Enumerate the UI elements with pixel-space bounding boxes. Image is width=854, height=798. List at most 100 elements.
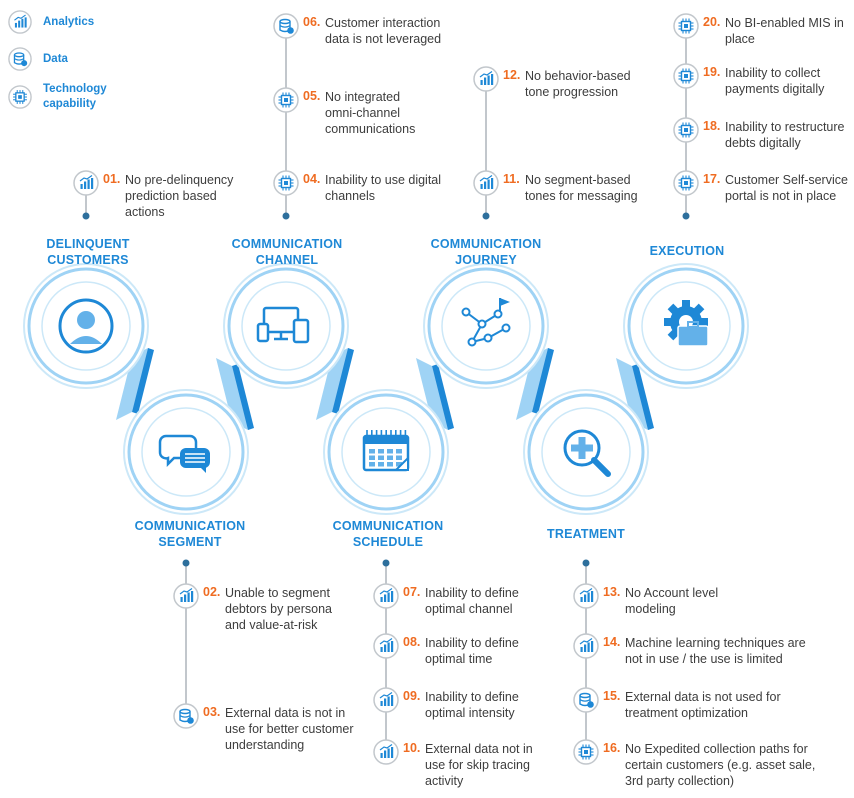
stage-label: DELINQUENT CUSTOMERS bbox=[46, 237, 130, 267]
analytics-icon bbox=[573, 633, 599, 659]
medical-cross-magnifier-icon bbox=[563, 429, 611, 477]
legend-item-analytics: Analytics bbox=[8, 10, 94, 34]
technology-icon bbox=[673, 13, 699, 39]
legend-item-technology: Technology capability bbox=[8, 83, 123, 110]
stage-label: COMMUNICATION SCHEDULE bbox=[332, 519, 444, 549]
analytics-icon bbox=[373, 583, 399, 609]
analytics-icon bbox=[73, 170, 99, 196]
stage-connector-ribbon bbox=[316, 348, 354, 420]
data-icon bbox=[573, 687, 599, 713]
issue-number: 11. bbox=[503, 172, 520, 186]
stage-label: COMMUNICATION SEGMENT bbox=[134, 519, 246, 549]
stage-ribbons bbox=[116, 348, 654, 430]
legend-label: Analytics bbox=[43, 15, 95, 28]
stage-connector-ribbon bbox=[516, 348, 554, 420]
stage-connector-ribbon bbox=[616, 358, 654, 430]
stage-connector-ribbon bbox=[416, 358, 454, 430]
issue-number: 07. bbox=[403, 585, 421, 599]
stage-circle-7 bbox=[623, 263, 749, 389]
issue-number: 09. bbox=[403, 689, 421, 703]
analytics-icon bbox=[473, 170, 499, 196]
stage-circle-6 bbox=[523, 389, 649, 515]
technology-icon bbox=[673, 170, 699, 196]
technology-icon bbox=[273, 87, 299, 113]
stage-circle-1 bbox=[23, 263, 149, 389]
issue-number: 04. bbox=[303, 172, 321, 186]
stage-circle-2 bbox=[123, 389, 249, 515]
stage-circle-3 bbox=[223, 263, 349, 389]
technology-icon bbox=[673, 117, 699, 143]
analytics-icon bbox=[8, 10, 32, 34]
issue-number: 19. bbox=[703, 65, 721, 79]
calendar-icon bbox=[362, 430, 410, 472]
issue-number: 20. bbox=[703, 15, 721, 29]
analytics-icon bbox=[473, 66, 499, 92]
issue-number: 03. bbox=[203, 705, 221, 719]
analytics-icon bbox=[573, 583, 599, 609]
issue-number: 17. bbox=[703, 172, 721, 186]
analytics-icon bbox=[173, 583, 199, 609]
data-icon bbox=[173, 703, 199, 729]
stage-circle-4 bbox=[323, 389, 449, 515]
journey-path-icon bbox=[461, 298, 511, 347]
issue-number: 12. bbox=[503, 68, 521, 82]
data-icon bbox=[8, 47, 32, 71]
chat-bubbles-icon bbox=[158, 434, 210, 473]
technology-icon bbox=[673, 63, 699, 89]
issue-number: 08. bbox=[403, 635, 421, 649]
issue-number: 16. bbox=[603, 741, 621, 755]
person-icon bbox=[58, 298, 114, 354]
issue-number: 15. bbox=[603, 689, 621, 703]
gear-briefcase-icon bbox=[664, 300, 709, 347]
analytics-icon bbox=[373, 687, 399, 713]
devices-icon bbox=[256, 306, 310, 344]
stage-label: COMMUNICATION CHANNEL bbox=[231, 237, 343, 267]
issue-number: 13. bbox=[603, 585, 621, 599]
data-icon bbox=[273, 13, 299, 39]
stage-connector-ribbon bbox=[216, 358, 254, 430]
stage-label: EXECUTION bbox=[649, 244, 725, 258]
analytics-icon bbox=[373, 739, 399, 765]
stage-label: COMMUNICATION JOURNEY bbox=[430, 237, 542, 267]
legend-label: Data bbox=[43, 52, 68, 65]
